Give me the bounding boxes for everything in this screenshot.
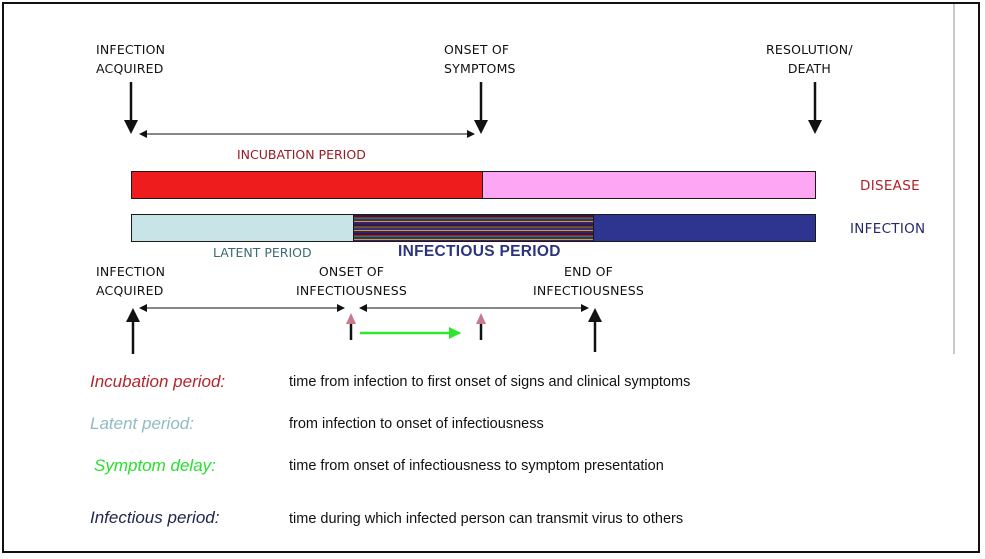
disease-bar-late — [482, 171, 816, 199]
legend-term-latent: Latent period: — [90, 414, 194, 433]
end-of-infectiousness-label: END OF INFECTIOUSNESS — [533, 262, 644, 300]
disease-bar-early — [131, 171, 483, 199]
latent-period-bar — [131, 214, 354, 242]
bottom-infection-acquired-line1: INFECTION — [96, 264, 166, 279]
up-arrow-end-infectiousness — [588, 308, 602, 352]
up-arrow-infection — [126, 308, 140, 354]
incubation-period-label: INCUBATION PERIOD — [237, 147, 366, 162]
down-arrow-resolution — [808, 82, 822, 134]
onset-of-symptoms-line1: ONSET OF — [444, 42, 510, 57]
top-infection-acquired-label: INFECTION ACQUIRED — [96, 40, 165, 78]
down-arrow-infection — [124, 82, 138, 134]
end-of-infectiousness-line1: END OF — [563, 264, 614, 279]
disease-label: DISEASE — [860, 178, 920, 194]
infection-label: INFECTION — [850, 221, 926, 237]
onset-of-infectiousness-line2: INFECTIOUSNESS — [296, 283, 408, 298]
onset-of-infectiousness-line1: ONSET OF — [318, 264, 385, 279]
divider-line — [953, 4, 955, 354]
diagram-frame — [2, 2, 980, 553]
resolution-death-line1: RESOLUTION/ — [766, 42, 853, 57]
onset-of-symptoms-label: ONSET OF SYMPTOMS — [444, 40, 516, 78]
legend-term-symptom-delay: Symptom delay: — [94, 456, 216, 475]
onset-of-infectiousness-label: ONSET OF INFECTIOUSNESS — [296, 262, 407, 300]
bottom-infection-acquired-label: INFECTION ACQUIRED — [96, 262, 165, 300]
legend-def-symptom-delay: time from onset of infectiousness to sym… — [289, 458, 664, 474]
top-infection-acquired-line1: INFECTION — [96, 42, 166, 57]
legend-def-incubation: time from infection to first onset of si… — [289, 374, 691, 390]
down-arrow-symptoms — [474, 82, 488, 134]
legend-term-infectious: Infectious period: — [90, 508, 220, 527]
top-infection-acquired-line2: ACQUIRED — [96, 61, 164, 76]
end-of-infectiousness-line2: INFECTIOUSNESS — [533, 283, 645, 298]
legend-def-infectious: time during which infected person can tr… — [289, 511, 684, 527]
onset-of-symptoms-line2: SYMPTOMS — [444, 61, 516, 76]
infectious-period-bar — [593, 214, 816, 242]
infectious-period-label: INFECTIOUS PERIOD — [398, 243, 561, 260]
legend-def-latent: from infection to onset of infectiousnes… — [289, 416, 544, 432]
up-arrow-symptoms-bottom — [476, 313, 486, 340]
bottom-infection-acquired-line2: ACQUIRED — [96, 283, 164, 298]
latent-period-label: LATENT PERIOD — [213, 245, 312, 260]
resolution-death-line2: DEATH — [787, 61, 831, 76]
resolution-death-label: RESOLUTION/ DEATH — [766, 40, 853, 78]
infectious-transition-bar — [353, 214, 594, 242]
up-arrow-onset-infectiousness — [346, 313, 356, 340]
legend-term-incubation: Incubation period: — [90, 372, 226, 391]
